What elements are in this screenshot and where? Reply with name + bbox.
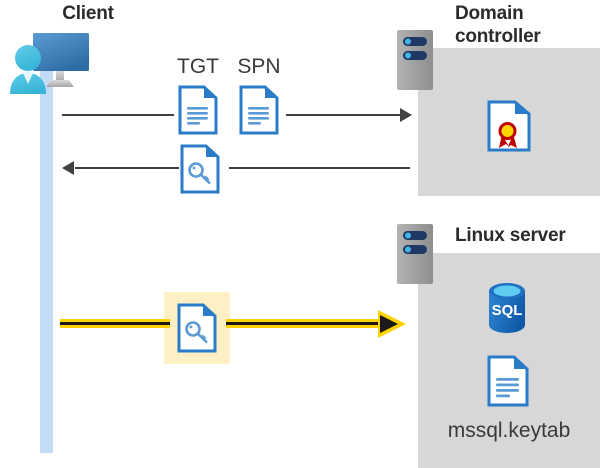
keytab-filename-label: mssql.keytab [447,419,571,442]
domain-controller-title-line2: controller [455,26,541,47]
linux-server-rack-icon [397,224,433,284]
message-request-arrowhead [400,108,412,122]
sql-database-label: SQL [492,302,523,319]
message-response-arrowhead [62,161,74,175]
keytab-document-icon [487,355,529,407]
domain-controller-title-line1: Domain [455,3,524,24]
message-response-line-left [75,167,179,169]
spn-label: SPN [237,55,281,78]
client-title: Client [62,3,114,24]
service-ticket-arrowhead-inner [380,315,398,333]
message-request-line-right [286,114,400,116]
tgt-document-lines-icon [178,85,218,135]
tgt-label: TGT [177,55,219,78]
service-ticket-line-right-core [226,322,383,325]
service-ticket-document-key-icon [177,303,217,353]
service-ticket-line-right [226,319,383,328]
message-request-line-left [62,114,174,116]
linux-server-title: Linux server [455,225,566,246]
client-user-monitor-icon [10,33,89,94]
message-response-line-right [229,167,410,169]
domain-controller-title: Domain controller [455,2,600,48]
service-ticket-line-left-core [60,322,170,325]
spn-document-lines-icon [239,85,279,135]
client-lifeline [40,68,53,453]
response-document-key-icon [180,144,220,194]
sql-database-icon: SQL [489,283,525,333]
service-ticket-line-left [60,319,170,328]
certificate-document-icon [487,100,531,152]
domain-controller-server-rack-icon [397,30,433,90]
